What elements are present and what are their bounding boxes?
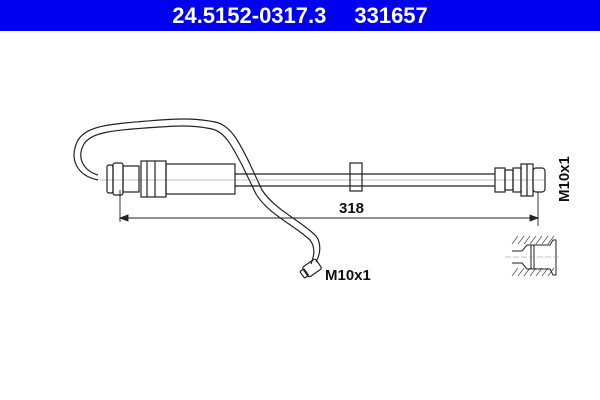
title-bar: 24.5152-0317.3 331657 <box>0 0 600 31</box>
hose-fitting-right <box>494 163 546 197</box>
brake-pipe <box>73 118 321 265</box>
part-number: 24.5152-0317.3 <box>172 2 327 28</box>
hose <box>100 173 545 187</box>
reference-number: 331657 <box>354 2 428 28</box>
thread-label-bottom: M10x1 <box>325 267 371 284</box>
hose-fitting-left <box>106 160 236 198</box>
thread-label-right: M10x1 <box>556 156 573 202</box>
threaded-port-section-view <box>505 235 560 277</box>
brake-hose-drawing <box>73 118 560 279</box>
dimension-line <box>118 190 540 226</box>
pipe-end-nut <box>299 258 322 279</box>
hose-clip <box>349 162 363 192</box>
dimension-label-length: 318 <box>339 200 365 217</box>
